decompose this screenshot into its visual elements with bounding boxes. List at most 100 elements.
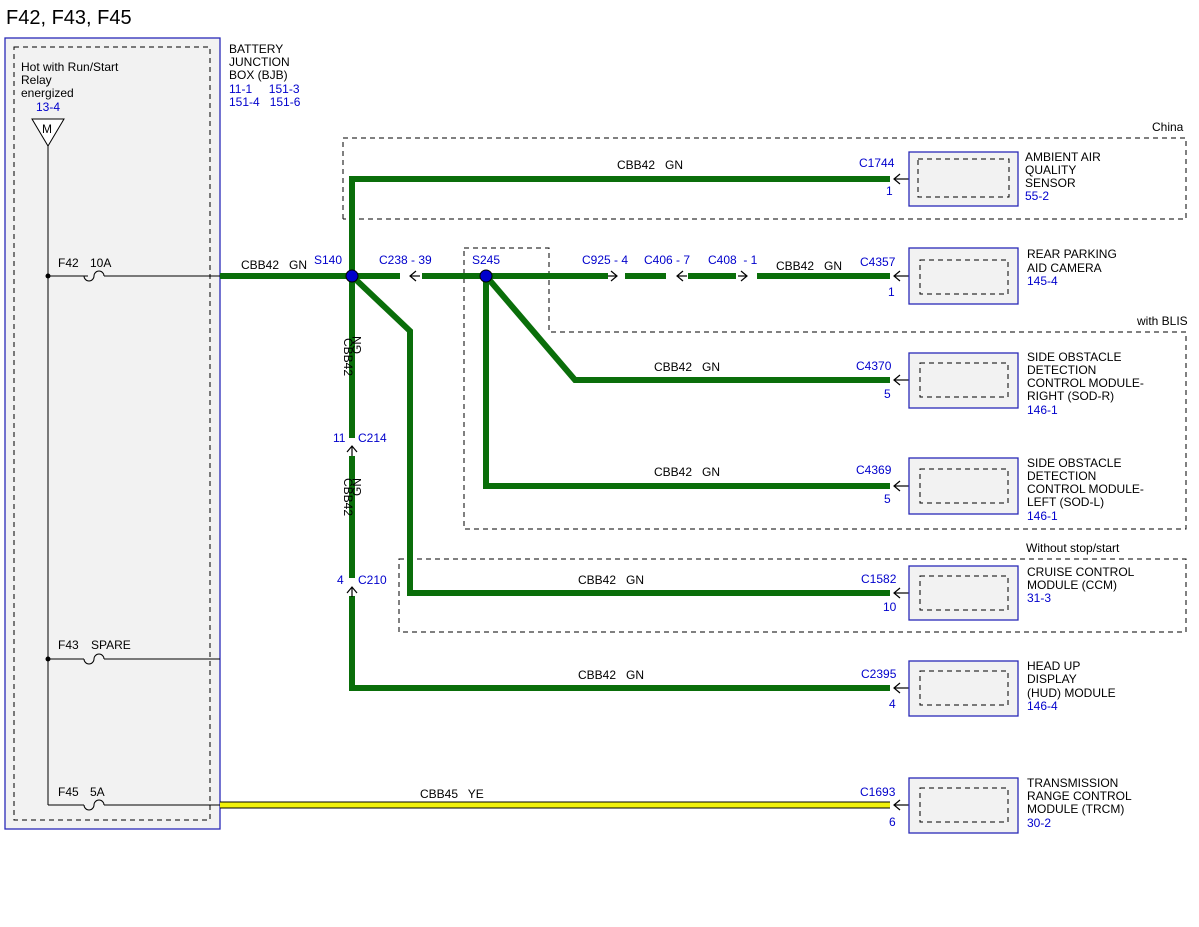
hud-connector: C2395 xyxy=(861,667,897,681)
vert-2-color: GN xyxy=(350,478,364,496)
vert-1-circuit: CBB42 xyxy=(341,338,355,376)
c210-pin: 4 xyxy=(337,573,344,587)
sod-l-ref: 146-1 xyxy=(1027,509,1058,523)
vert-2-circuit: CBB42 xyxy=(341,478,355,516)
inline-connector-c210: 4 C210 xyxy=(337,573,387,597)
c210-label: C210 xyxy=(358,573,387,587)
c214-pin: 11 xyxy=(333,431,346,445)
fuse-f45-id: F45 xyxy=(58,785,79,799)
relay-label-line-3: energized xyxy=(21,86,74,100)
splice-s140 xyxy=(345,269,359,283)
sod-l-pin: 5 xyxy=(884,492,891,506)
splice-s245 xyxy=(479,269,493,283)
fuse-f42: F42 10A xyxy=(45,256,220,282)
motor-symbol-label: M xyxy=(42,122,52,136)
option-blis-label: with BLIS xyxy=(1136,314,1188,328)
inline-connector-c925: C925 - 4 xyxy=(582,253,628,282)
trcm-ref: 30-2 xyxy=(1027,816,1051,830)
wire-label-hud: CBB42 GN xyxy=(578,668,644,682)
wire-label-rear: CBB42 GN xyxy=(776,259,842,273)
splice-s140-label: S140 xyxy=(314,253,342,267)
option-group-china: China xyxy=(342,120,1187,220)
sod-l-name-2: DETECTION xyxy=(1027,469,1096,483)
bjb-ref-line-2: 151-4 151-6 xyxy=(229,95,301,109)
inline-connector-c406: C406 - 7 xyxy=(644,253,690,282)
trcm-name-3: MODULE (TRCM) xyxy=(1027,802,1124,816)
relay-feed-symbol xyxy=(31,118,65,147)
ccm-ref: 31-3 xyxy=(1027,591,1051,605)
sod-l-name-3: CONTROL MODULE- xyxy=(1027,482,1144,496)
ccm-name-1: CRUISE CONTROL xyxy=(1027,565,1135,579)
inline-connector-c214: 11 C214 xyxy=(333,431,387,456)
rear-name-2: AID CAMERA xyxy=(1027,261,1102,275)
sod-l-connector: C4369 xyxy=(856,463,892,477)
option-group-blis: with BLIS xyxy=(463,247,1188,530)
rear-connector: C4357 xyxy=(860,255,896,269)
wire-label-main: CBB42 GN xyxy=(241,258,307,272)
rear-ref: 145-4 xyxy=(1027,274,1058,288)
ccm-name-2: MODULE (CCM) xyxy=(1027,578,1117,592)
option-china-label: China xyxy=(1152,120,1184,134)
rear-pin: 1 xyxy=(888,285,895,299)
hud-ref: 146-4 xyxy=(1027,699,1058,713)
fuse-f43: F43 SPARE xyxy=(45,638,220,665)
bjb-label-line-3: BOX (BJB) xyxy=(229,68,288,82)
sod-r-ref: 146-1 xyxy=(1027,403,1058,417)
trcm-name-2: RANGE CONTROL xyxy=(1027,789,1132,803)
ccm-pin: 10 xyxy=(883,600,897,614)
rear-name-1: REAR PARKING xyxy=(1027,247,1117,261)
hud-name-3: (HUD) MODULE xyxy=(1027,686,1116,700)
ccm-connector: C1582 xyxy=(861,572,897,586)
wire-label-trcm: CBB45 YE xyxy=(420,787,484,801)
fuse-f42-id: F42 xyxy=(58,256,79,270)
fuse-f45: F45 5A xyxy=(48,785,220,811)
vert-1-color: GN xyxy=(350,336,364,354)
wire-label-ccm: CBB42 GN xyxy=(578,573,644,587)
sod-r-name-3: CONTROL MODULE- xyxy=(1027,376,1144,390)
sod-r-pin: 5 xyxy=(884,387,891,401)
fuse-f45-rating: 5A xyxy=(90,785,105,799)
bjb-ref-line-1: 11-1 151-3 xyxy=(229,82,300,96)
c925-label: C925 - 4 xyxy=(582,253,628,267)
fuse-f43-id: F43 xyxy=(58,638,79,652)
fuse-f42-rating: 10A xyxy=(90,256,111,270)
trcm-pin: 6 xyxy=(889,815,896,829)
relay-label-line-1: Hot with Run/Start xyxy=(21,60,119,74)
sod-l-name-4: LEFT (SOD-L) xyxy=(1027,495,1104,509)
hud-name-2: DISPLAY xyxy=(1027,672,1077,686)
relay-label-line-2: Relay xyxy=(21,73,52,87)
wire-label-sod-r: CBB42 GN xyxy=(654,360,720,374)
sod-r-name-4: RIGHT (SOD-R) xyxy=(1027,389,1114,403)
sod-r-name-1: SIDE OBSTACLE xyxy=(1027,350,1121,364)
trcm-name-1: TRANSMISSION xyxy=(1027,776,1118,790)
sod-l-name-1: SIDE OBSTACLE xyxy=(1027,456,1121,470)
sod-r-connector: C4370 xyxy=(856,359,892,373)
c238-label: C238 - 39 xyxy=(379,253,432,267)
ambient-name-3: SENSOR xyxy=(1025,176,1076,190)
bjb-label-line-1: BATTERY xyxy=(229,42,283,56)
relay-ref: 13-4 xyxy=(36,100,60,114)
hud-pin: 4 xyxy=(889,697,896,711)
bjb-label-line-2: JUNCTION xyxy=(229,55,290,69)
inline-connector-c408: C408 - 1 xyxy=(708,253,758,282)
diagram-title: F42, F43, F45 xyxy=(6,7,132,29)
ambient-name-1: AMBIENT AIR xyxy=(1025,150,1101,164)
wire-label-sod-l: CBB42 GN xyxy=(654,465,720,479)
fuse-f43-rating: SPARE xyxy=(91,638,131,652)
